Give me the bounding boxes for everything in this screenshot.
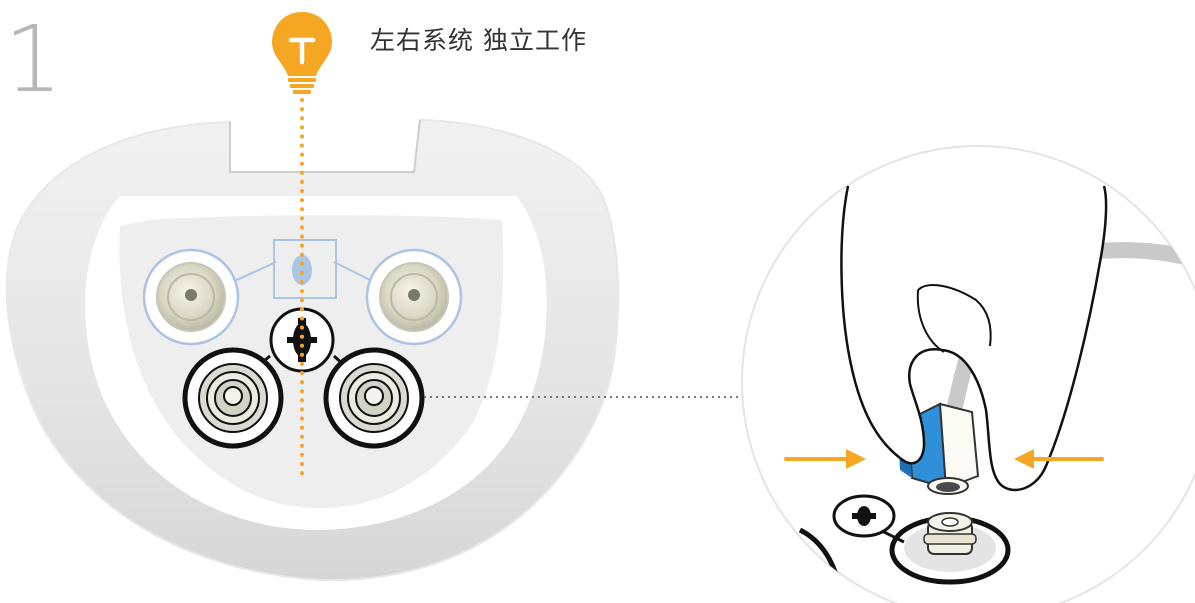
signal-system — [142, 239, 463, 346]
pin-insert — [923, 512, 977, 555]
lightbulb-icon — [272, 12, 332, 94]
zoom-detail — [741, 145, 1195, 603]
caption-text: 左右系统 独立工作 — [370, 26, 587, 55]
power-pin-right — [323, 347, 425, 449]
signal-pin-right — [365, 248, 463, 346]
signal-pin-left — [142, 248, 240, 346]
signal-pin — [292, 255, 312, 285]
power-pin-left — [182, 347, 284, 449]
step-number: 1 — [4, 6, 63, 113]
arrow-left-icon — [1014, 449, 1104, 469]
signal-pin-frame — [273, 239, 337, 299]
power-system — [182, 307, 425, 449]
arrow-right-icon — [784, 449, 866, 469]
